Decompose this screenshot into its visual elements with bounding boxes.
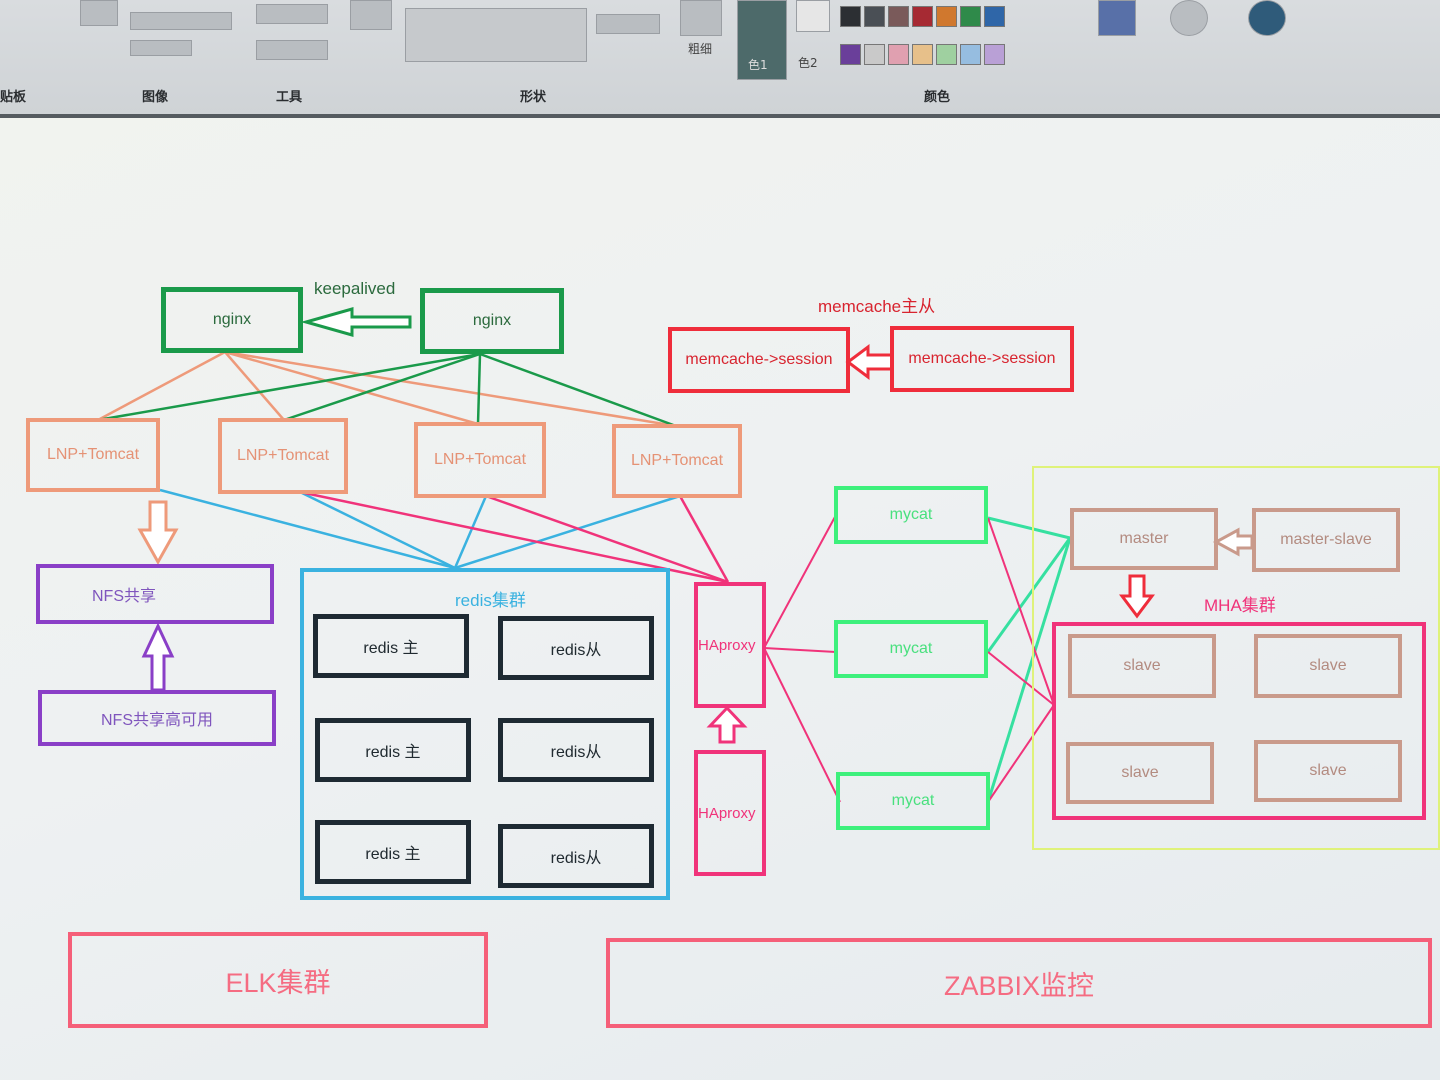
color-swatch[interactable] <box>888 6 909 27</box>
pencil-tool-button[interactable] <box>256 4 328 24</box>
master-slave-node: master-slave <box>1252 508 1400 572</box>
group-colors: 颜色 <box>924 90 951 105</box>
paint-toolbar: 粗细 色1 色2 贴板 图像 工具 形状 颜色 <box>0 0 1440 118</box>
redis-cluster-label: redis集群 <box>455 591 526 610</box>
tomcat-node-4: LNP+Tomcat <box>612 424 742 498</box>
elk-cluster-box: ELK集群 <box>68 932 488 1028</box>
mycat-node: mycat <box>834 486 988 544</box>
master-sync-arrow <box>1212 527 1254 557</box>
nfs-share-node: NFS共享 <box>36 564 274 624</box>
size-button[interactable] <box>680 0 722 36</box>
brush-button[interactable] <box>350 0 392 30</box>
color-swatch[interactable] <box>960 6 981 27</box>
group-image: 图像 <box>142 90 169 105</box>
mha-cluster-container <box>1052 622 1426 820</box>
slave-node: slave <box>1066 742 1214 804</box>
color-swatch[interactable] <box>936 6 957 27</box>
tomcat-node-1: LNP+Tomcat <box>26 418 160 492</box>
nfs-up-arrow <box>141 622 175 692</box>
keepalived-arrow <box>300 307 412 337</box>
product-alert-button[interactable] <box>1248 0 1286 36</box>
nfs-down-arrow <box>137 500 179 566</box>
nginx-right-node: nginx <box>420 288 564 354</box>
color-swatch[interactable] <box>912 44 933 65</box>
group-clipboard: 贴板 <box>0 90 27 105</box>
mycat-node: mycat <box>834 620 988 678</box>
color2-label: 色2 <box>798 56 818 70</box>
paint3d-button[interactable] <box>1170 0 1208 36</box>
color-swatch[interactable] <box>984 44 1005 65</box>
color-swatch[interactable] <box>936 44 957 65</box>
outline-fill-buttons[interactable] <box>596 14 660 34</box>
group-shapes: 形状 <box>520 90 547 105</box>
memcache-right-node: memcache->session <box>890 326 1074 392</box>
size-label: 粗细 <box>688 42 713 56</box>
redis-node: redis从 <box>498 718 654 782</box>
nfs-ha-node: NFS共享高可用 <box>38 690 276 746</box>
magnifier-tool-button[interactable] <box>256 40 328 60</box>
tomcat-node-2: LNP+Tomcat <box>218 418 348 494</box>
zabbix-monitor-box: ZABBIX监控 <box>606 938 1432 1028</box>
tomcat-node-3: LNP+Tomcat <box>414 422 546 498</box>
slave-node: slave <box>1254 740 1402 802</box>
mycat-node: mycat <box>836 772 990 830</box>
edit-colors-button[interactable] <box>1098 0 1136 36</box>
slave-node: slave <box>1254 634 1402 698</box>
haproxy-primary-node: HAproxy <box>694 582 766 708</box>
color-swatch[interactable] <box>864 6 885 27</box>
memcache-sync-arrow <box>845 344 894 380</box>
haproxy-up-arrow <box>706 705 748 744</box>
color-swatch[interactable] <box>864 44 885 65</box>
master-node: master <box>1070 508 1218 570</box>
drawing-canvas[interactable] <box>0 118 1440 1080</box>
rotate-tool-button[interactable] <box>130 40 192 56</box>
color-swatch[interactable] <box>912 6 933 27</box>
select-tool-button[interactable] <box>130 12 232 30</box>
redis-node: redis 主 <box>315 820 471 884</box>
keepalived-label: keepalived <box>314 279 396 298</box>
redis-node: redis 主 <box>313 614 469 678</box>
paste-button[interactable] <box>80 0 118 26</box>
slave-node: slave <box>1068 634 1216 698</box>
color1-label: 色1 <box>748 58 768 72</box>
color2-button[interactable] <box>796 0 830 32</box>
color-swatch[interactable] <box>984 6 1005 27</box>
shapes-gallery[interactable] <box>405 8 587 62</box>
color1-button[interactable] <box>737 0 787 80</box>
color-swatch[interactable] <box>960 44 981 65</box>
redis-cluster-container <box>300 568 670 900</box>
group-tools: 工具 <box>276 90 303 105</box>
haproxy-backup-node: HAproxy <box>694 750 766 876</box>
memcache-left-node: memcache->session <box>668 327 850 393</box>
memcache-label: memcache主从 <box>818 297 936 316</box>
mysql-region <box>1032 466 1440 850</box>
mha-cluster-label: MHA集群 <box>1204 596 1276 615</box>
nginx-left-node: nginx <box>161 287 303 353</box>
color-swatch[interactable] <box>840 6 861 27</box>
redis-node: redis从 <box>498 616 654 680</box>
color-swatch[interactable] <box>840 44 861 65</box>
redis-node: redis从 <box>498 824 654 888</box>
mha-down-arrow <box>1119 574 1155 619</box>
color-swatch[interactable] <box>888 44 909 65</box>
redis-node: redis 主 <box>315 718 471 782</box>
